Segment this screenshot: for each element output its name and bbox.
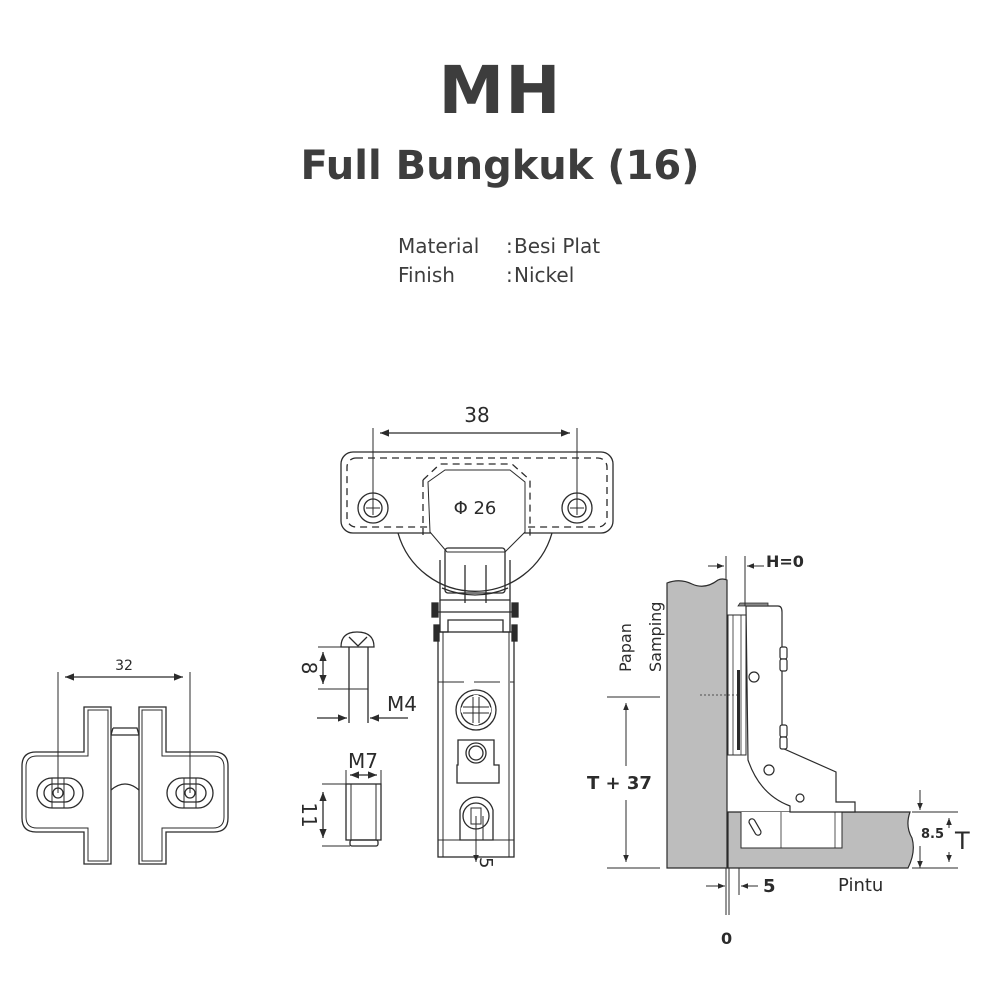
plate-hidden-edge — [346, 457, 608, 528]
label-side-panel-2: Samping — [646, 602, 665, 672]
label-side-panel-1: Papan — [616, 623, 635, 672]
screw-hole-left — [357, 492, 389, 524]
dim-dowel-length: 11 — [297, 802, 321, 827]
model-title: MH — [438, 52, 562, 129]
spec-value: Besi Plat — [514, 234, 601, 258]
dim-arm-adjust: 5 — [475, 857, 496, 868]
cup-outline — [397, 532, 553, 592]
spec-label: Finish — [398, 263, 455, 287]
hinge-top-view — [340, 428, 614, 862]
dim-screw-length: 8 — [297, 662, 321, 675]
screw-hole-right — [561, 492, 593, 524]
spec-separator: : — [506, 263, 513, 287]
adjust-screw — [455, 689, 497, 731]
dim-gap-5: 5 — [763, 876, 776, 897]
spec-material: Material:Besi Plat — [398, 234, 600, 258]
dim-hole-spacing-38: 38 — [464, 403, 489, 427]
slot-block — [456, 739, 500, 784]
side-view — [607, 556, 958, 915]
dim-screw-thread: M4 — [387, 692, 417, 716]
dim-door-thickness: T — [954, 827, 970, 855]
screw-detail — [317, 631, 408, 723]
dim-dowel-diameter: M7 — [348, 749, 378, 773]
mounting-plate — [21, 672, 229, 865]
product-name: Full Bungkuk (16) — [300, 143, 700, 189]
dim-cup-diameter: Φ 26 — [454, 498, 497, 519]
dowel-detail — [319, 770, 382, 847]
spec-finish: Finish:Nickel — [398, 263, 574, 287]
spec-separator: : — [506, 234, 513, 258]
dim-cup-depth: 8.5 — [921, 827, 944, 842]
mount-screw — [459, 796, 494, 841]
dim-plate-spacing-32: 32 — [115, 658, 133, 674]
side-panel — [666, 578, 728, 869]
label-door: Pintu — [838, 875, 883, 896]
dim-zero: 0 — [721, 929, 732, 948]
dim-overlay-h0: H=0 — [766, 552, 804, 571]
spec-label: Material — [398, 234, 480, 258]
dim-height-formula: T + 37 — [587, 773, 652, 794]
spec-value: Nickel — [514, 263, 575, 287]
